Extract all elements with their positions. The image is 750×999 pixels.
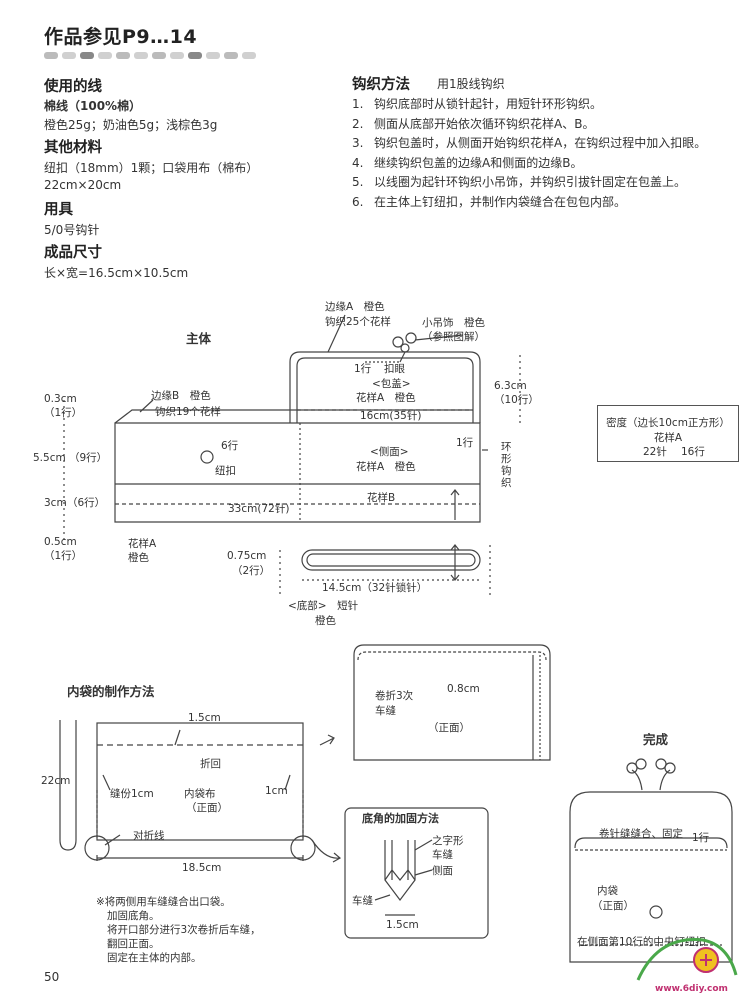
base-label: <底部> 短针 — [288, 600, 359, 612]
pocket-fold3: 卷折3次 — [375, 690, 414, 702]
buttonhole-rows: 1行 — [354, 363, 372, 375]
size-heading: 成品尺寸 — [44, 245, 102, 261]
inner-pocket-title: 内袋的制作方法 — [67, 684, 155, 699]
flap-height-rows: （10行） — [494, 394, 539, 406]
finished-pocket-face: （正面） — [592, 900, 634, 912]
method-step: 1.钩织底部时从锁针起针，用短针环形钩织。 — [352, 97, 603, 111]
pattern-b-height: 3cm — [44, 497, 67, 509]
finished-pocket: 内袋 — [597, 885, 618, 897]
method-step: 4.继续钩织包盖的边缘A和侧面的边缘B。 — [352, 155, 583, 170]
bottom-edge-rows: （1行） — [44, 550, 83, 562]
base-width: 14.5cm（32针锁针） — [322, 582, 428, 594]
method-heading: 钩织方法 — [352, 77, 410, 93]
pattern-a-rows: （9行） — [69, 452, 108, 464]
gauge-rows: 16行 — [681, 446, 705, 458]
side-rows: 1行 — [456, 437, 474, 449]
edge-b-count: 钩织19个花样 — [155, 406, 221, 418]
gauge-pattern: 花样A — [653, 432, 683, 444]
edge-a-count: 钩织25个花样 — [325, 316, 391, 328]
side-width: 33cm(72针) — [228, 503, 290, 515]
finished-sew-label: 卷针缝缝合、固定 — [599, 828, 683, 840]
flap-label: <包盖> — [372, 378, 411, 390]
pocket-note-5: 固定在主体的内部。 — [107, 952, 202, 964]
method-step: 3.钩织包盖时，从侧面开始钩织花样A，在钩织过程中加入扣眼。 — [352, 136, 707, 150]
method-steps: 1.钩织底部时从锁针起针，用短针环形钩织。 2.侧面从底部开始依次循环钩织花样A… — [352, 95, 742, 212]
yarn-type: 棉线（100%棉） — [44, 99, 142, 113]
edge-b-label: 边缘B 橙色 — [151, 390, 211, 402]
pattern-a-height: 5.5cm — [33, 452, 66, 464]
side-label: <侧面> — [370, 446, 409, 458]
base-height: 0.75cm — [227, 550, 267, 562]
watermark-logo — [636, 938, 738, 981]
finished-footer: 在侧面第10行的中央钉纽扣 — [577, 936, 706, 948]
pocket-depth: 0.8cm — [447, 683, 480, 695]
corner-title: 底角的加固方法 — [362, 812, 439, 825]
buttonhole-label: 扣眼 — [384, 363, 405, 375]
circular-knit-label: 环形钩织 — [501, 441, 512, 489]
gauge-box — [597, 405, 739, 462]
watermark-url: www.6diy.com — [655, 984, 728, 994]
side-pattern: 花样A 橙色 — [356, 461, 416, 473]
pocket-note-3: 将开口部分进行3次卷折后车缝， — [107, 924, 261, 936]
other-materials-heading: 其他材料 — [44, 140, 102, 156]
corner-zigzag: 之字形 — [432, 835, 464, 847]
pocket-width: 18.5cm — [182, 862, 222, 874]
other-materials-line2: 22cm×20cm — [44, 178, 122, 192]
pocket-fabric-face: （正面） — [186, 802, 228, 814]
finished-title: 完成 — [643, 732, 669, 747]
yarn-colors: 橙色25g；奶油色5g；浅棕色3g — [44, 118, 218, 132]
flap-width: 16cm(35针) — [360, 410, 422, 422]
edge-b-rows: （1行） — [44, 407, 83, 419]
charm-ref: （参照图解） — [422, 331, 485, 343]
pocket-top-margin: 1.5cm — [188, 712, 221, 724]
pocket-face: （正面） — [428, 722, 470, 734]
pocket-fold: 折回 — [200, 758, 221, 770]
pocket-fabric: 内袋布 — [184, 788, 216, 800]
pocket-note-4: 翻回正面。 — [107, 938, 160, 950]
title-underline — [44, 52, 274, 60]
pattern-b-rows: （6行） — [67, 497, 106, 509]
tools-value: 5/0号钩针 — [44, 223, 100, 237]
corner-stitch: 车缝 — [352, 895, 373, 907]
method-step: 5.以线圈为起针环钩织小吊饰，并钩织引拔针固定在包盖上。 — [352, 175, 687, 189]
method-subheading: 用1股线钩织 — [437, 77, 505, 91]
tools-heading: 用具 — [44, 202, 73, 218]
pocket-seam-right: 1cm — [265, 785, 288, 797]
pattern-a-bottom: 花样A — [128, 538, 157, 550]
button-row: 6行 — [221, 440, 239, 452]
pocket-note-2: 加固底角。 — [107, 910, 160, 922]
page-title: 作品参见P9…14 — [44, 26, 198, 48]
charm-label: 小吊饰 橙色 — [422, 317, 485, 329]
edge-a-label: 边缘A 橙色 — [325, 301, 385, 313]
corner-side: 侧面 — [432, 865, 453, 877]
base-color: 橙色 — [315, 615, 336, 627]
pattern-a-bottom-color: 橙色 — [128, 552, 149, 564]
gauge-title: 密度（边长10cm正方形） — [606, 417, 730, 429]
yarn-heading: 使用的线 — [44, 79, 102, 95]
edge-b-height: 0.3cm — [44, 393, 77, 405]
pocket-seam-left: 缝份1cm — [110, 788, 154, 800]
gauge-stitches: 22针 — [643, 446, 667, 458]
method-step: 2.侧面从底部开始依次循环钩织花样A、B。 — [352, 116, 595, 131]
pocket-note-1: ※将两侧用车缝缝合出口袋。 — [96, 896, 231, 908]
pocket-fold-line: 对折线 — [133, 830, 165, 842]
pocket-stitch: 车缝 — [375, 705, 396, 717]
pocket-height: 22cm — [41, 775, 71, 787]
pattern-b-label: 花样B — [367, 492, 396, 504]
method-step: 6.在主体上钉纽扣，并制作内袋缝合在包包内部。 — [352, 194, 627, 209]
corner-zigzag2: 车缝 — [432, 849, 453, 861]
finished-rows: 1行 — [692, 832, 710, 844]
page-number: 50 — [44, 970, 60, 984]
bottom-edge-height: 0.5cm — [44, 536, 77, 548]
flap-pattern: 花样A 橙色 — [356, 392, 416, 404]
body-diagram-title: 主体 — [186, 331, 212, 346]
other-materials-line1: 纽扣（18mm）1颗；口袋用布（棉布） — [44, 161, 259, 175]
corner-width: 1.5cm — [386, 919, 419, 931]
flap-height: 6.3cm — [494, 380, 527, 392]
base-rows: （2行） — [232, 565, 271, 577]
button-label: 纽扣 — [215, 465, 236, 477]
size-value: 长×宽=16.5cm×10.5cm — [44, 266, 189, 280]
